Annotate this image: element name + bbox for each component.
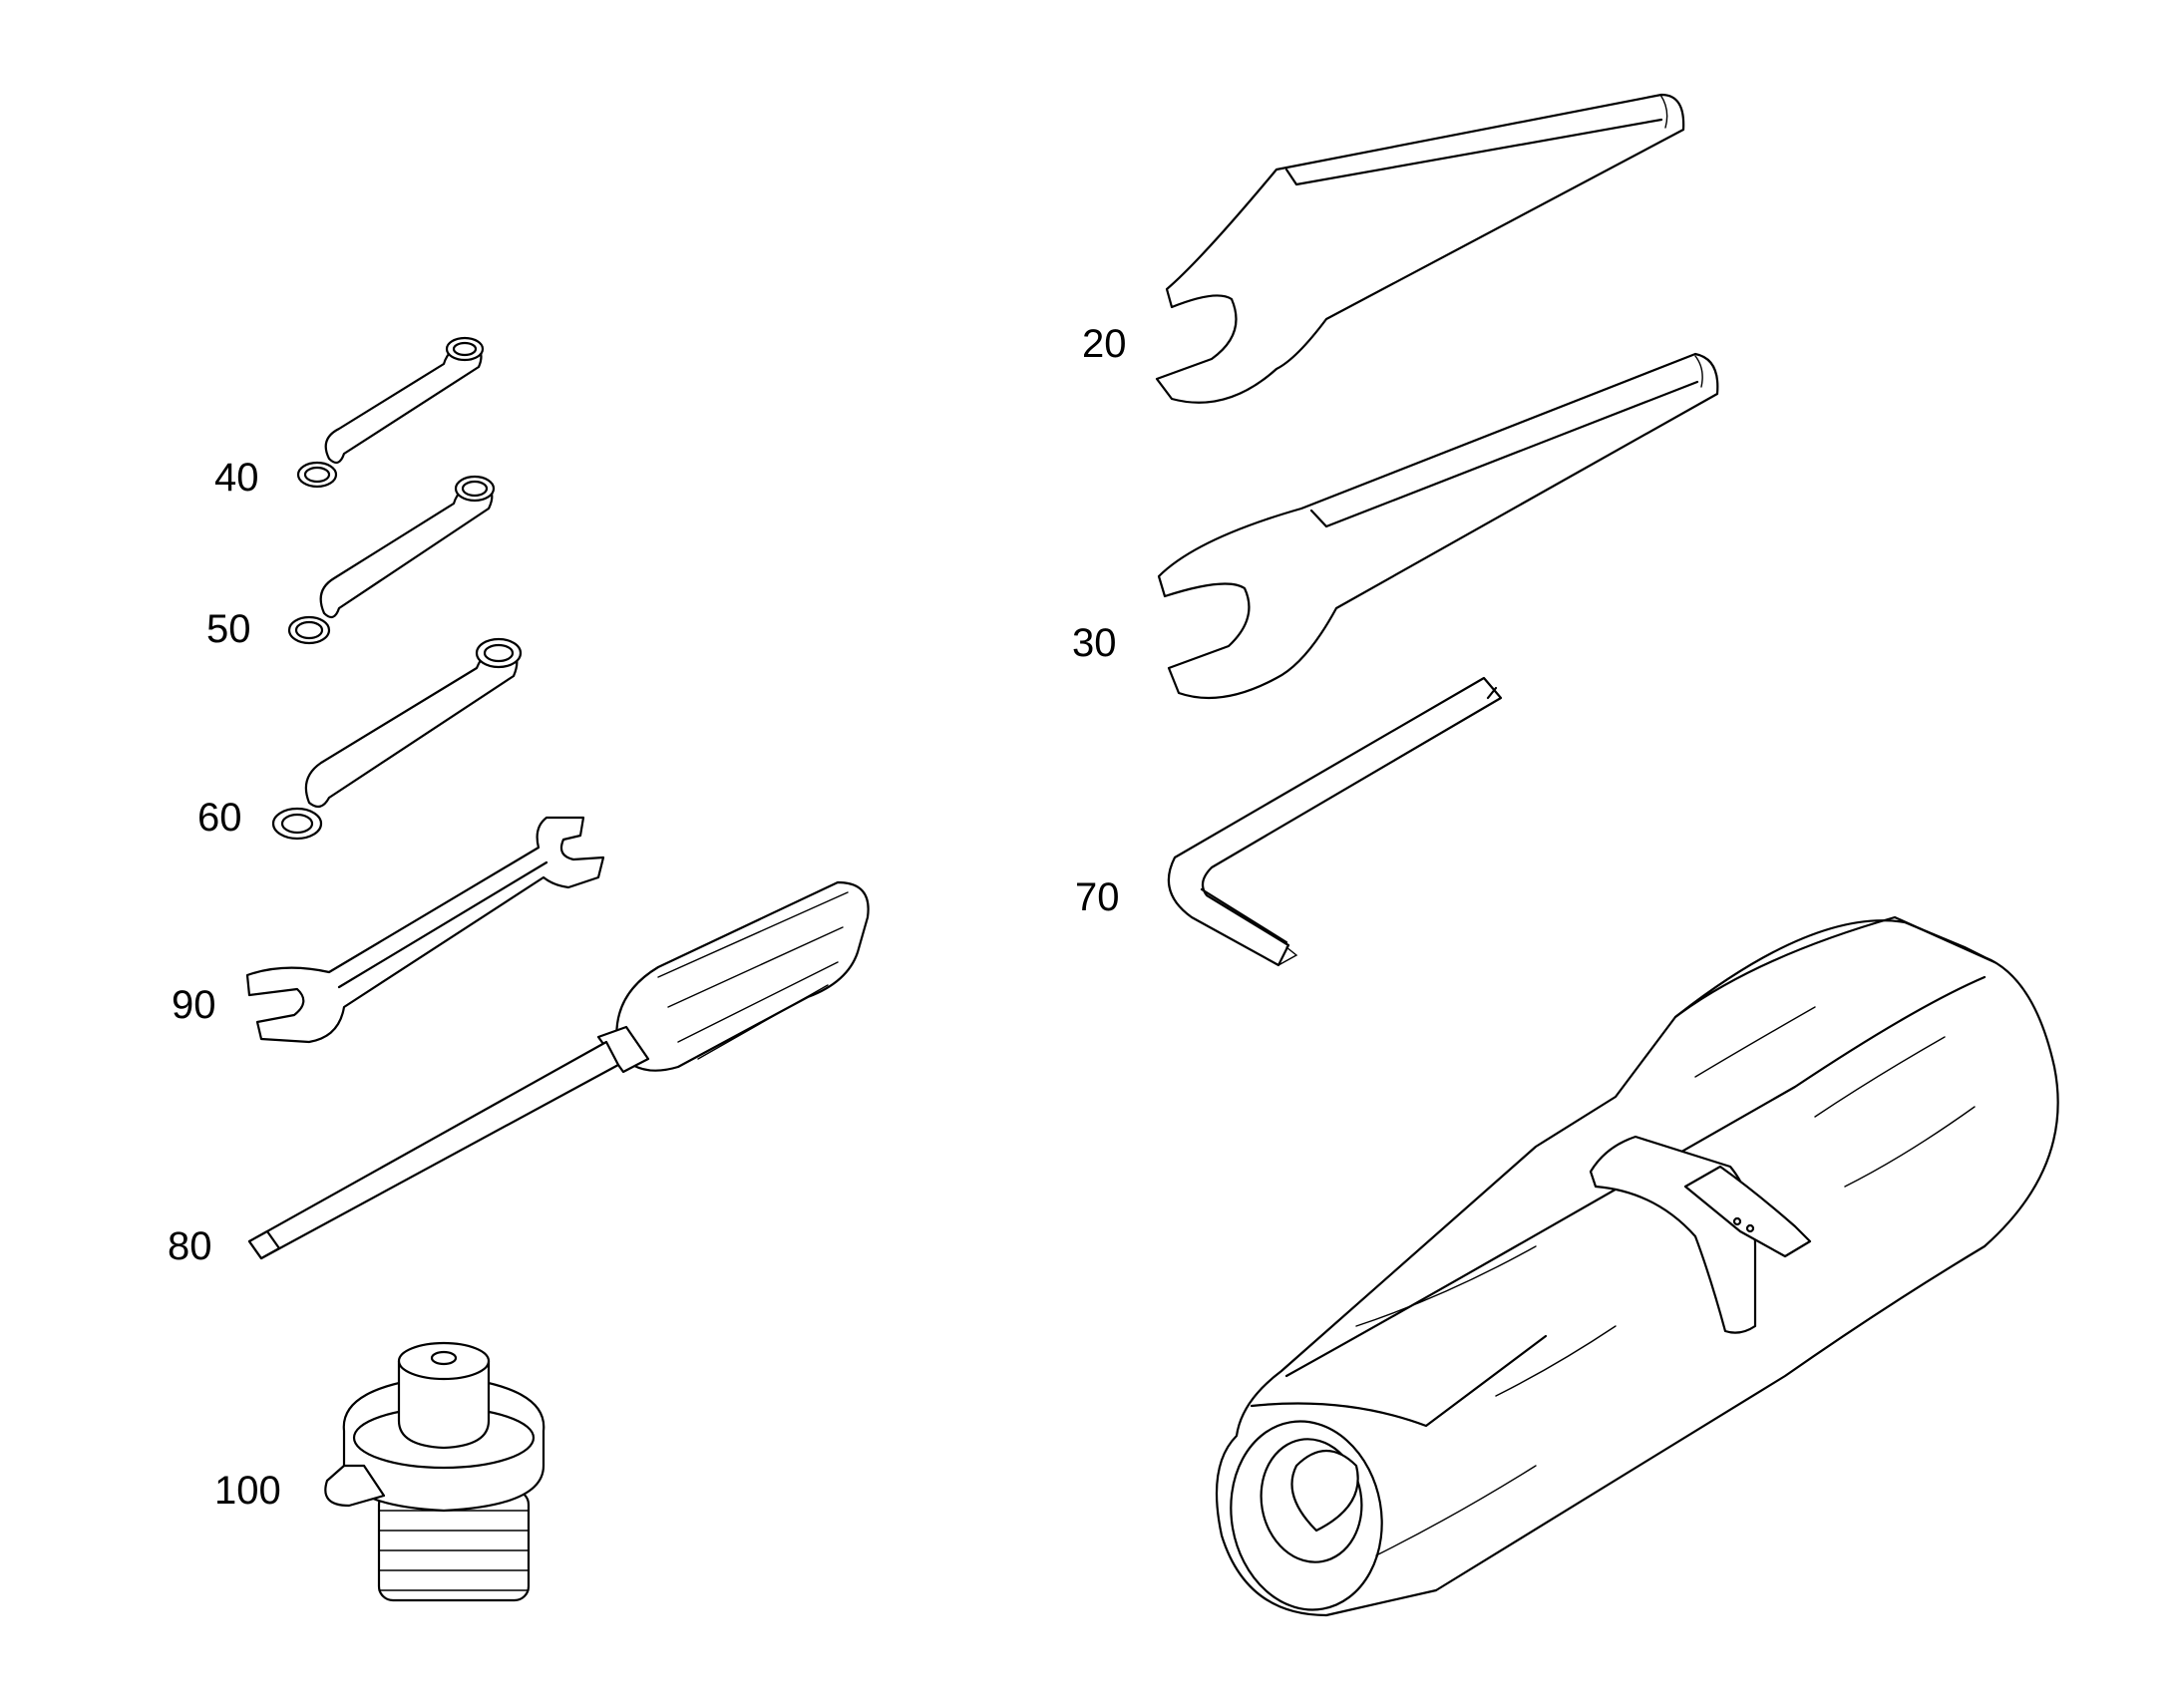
ring-spanner-60 <box>271 637 523 841</box>
ring-spanner-50 <box>287 475 496 645</box>
ring-spanner-40 <box>296 336 485 489</box>
open-end-wrench-large-20 <box>1155 93 1685 404</box>
open-end-wrench-large-30 <box>1157 352 1719 700</box>
callout-90: 90 <box>172 983 216 1027</box>
double-open-end-wrench-90 <box>245 816 605 1044</box>
callout-60: 60 <box>197 796 242 840</box>
callout-70: 70 <box>1075 875 1120 919</box>
callout-30: 30 <box>1072 621 1117 665</box>
callout-20: 20 <box>1082 322 1127 366</box>
threaded-plug-100 <box>324 1341 545 1602</box>
callout-100: 100 <box>214 1469 281 1513</box>
callout-80: 80 <box>168 1224 212 1268</box>
callout-50: 50 <box>206 607 251 651</box>
callout-40: 40 <box>214 456 259 500</box>
screwdriver-80 <box>247 880 870 1260</box>
tool-roll-bag <box>1215 915 2059 1617</box>
hex-key-70 <box>1167 676 1503 967</box>
